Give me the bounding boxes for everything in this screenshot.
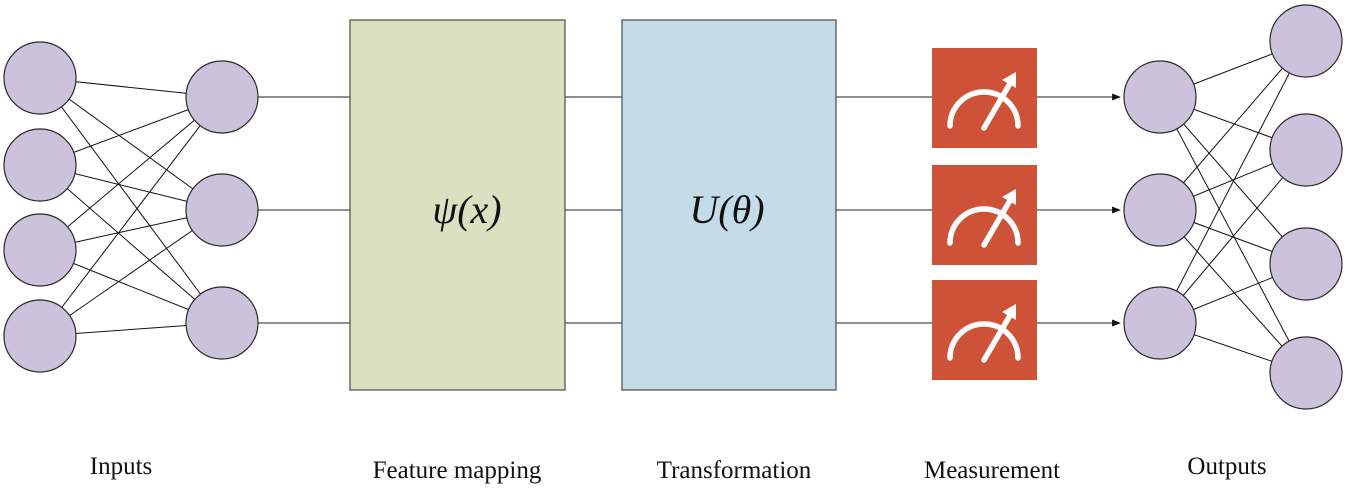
feature-map-expression: ψ(x) xyxy=(432,187,501,232)
encoding-layer xyxy=(185,60,259,360)
output-node xyxy=(1269,336,1343,410)
encoding-node xyxy=(185,60,259,134)
encoding-node xyxy=(185,173,259,247)
transformation-label: Transformation xyxy=(657,457,812,484)
unitary-expression: U(θ) xyxy=(689,187,764,232)
encoding-node xyxy=(185,286,259,360)
outputs-label: Outputs xyxy=(1187,453,1266,480)
inputs-label: Inputs xyxy=(90,453,153,480)
measurement-label: Measurement xyxy=(924,457,1060,484)
qubit-wires xyxy=(258,93,1121,327)
measurement-block xyxy=(932,48,1037,380)
output-node xyxy=(1269,4,1343,78)
input-node xyxy=(3,128,77,202)
feature-mapping-block xyxy=(349,19,566,391)
input-node xyxy=(3,213,77,287)
output-node xyxy=(1269,113,1343,187)
measurement-gauge-icon xyxy=(932,280,1037,380)
input-layer xyxy=(3,41,77,373)
readout-node xyxy=(1123,286,1197,360)
readout-layer xyxy=(1123,60,1197,360)
measurement-gauge-icon xyxy=(932,165,1037,265)
output-node xyxy=(1269,227,1343,301)
readout-node xyxy=(1123,173,1197,247)
measurement-gauge-icon xyxy=(932,48,1037,148)
input-node xyxy=(3,41,77,115)
feature-mapping-label: Feature mapping xyxy=(373,457,542,484)
input-node xyxy=(3,299,77,373)
transformation-block xyxy=(621,19,837,391)
output-layer xyxy=(1269,4,1343,410)
readout-node xyxy=(1123,60,1197,134)
